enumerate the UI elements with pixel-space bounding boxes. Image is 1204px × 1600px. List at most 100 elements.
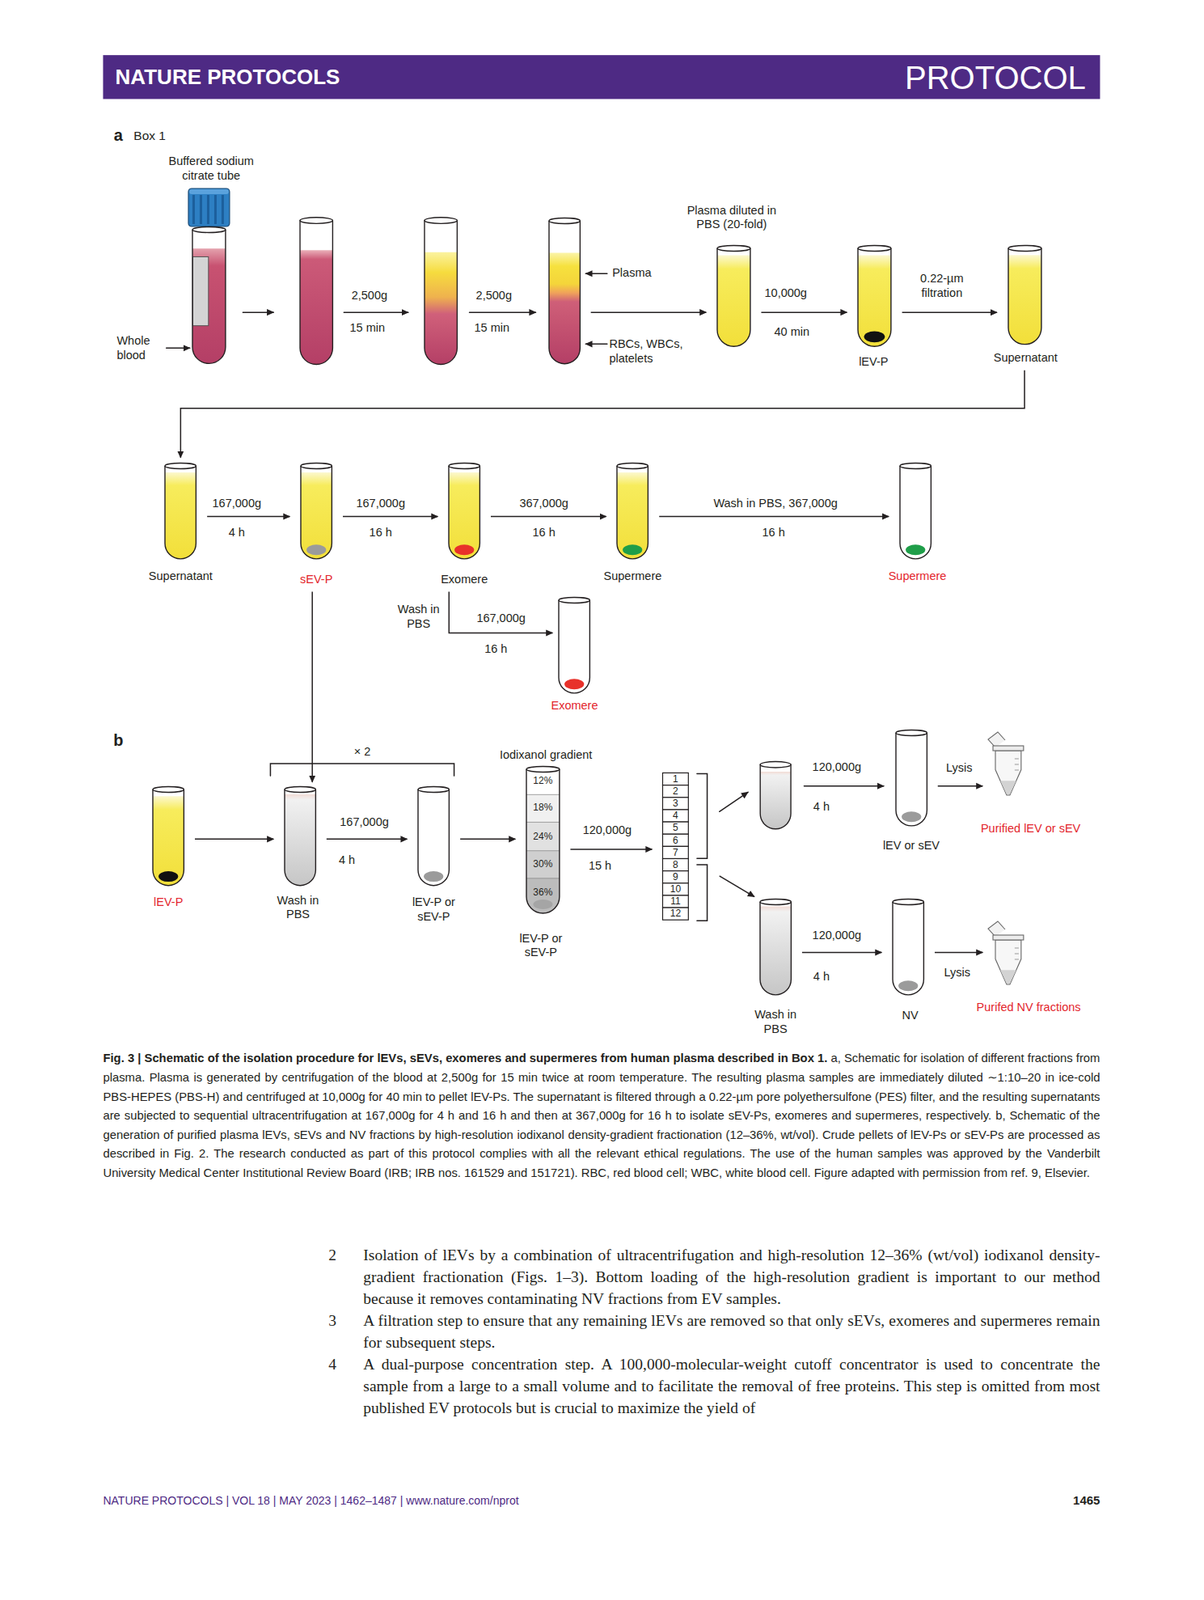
fraction-number: 1 (672, 773, 679, 785)
tube-outline (424, 220, 457, 365)
pellet (532, 898, 553, 909)
arrow-label: Lysis (944, 761, 975, 776)
tube-label: lEV or sEV (882, 838, 940, 853)
tube (448, 462, 480, 558)
tube-label: RBCs, WBCs, platelets (608, 337, 698, 366)
body-text: Isolation of lEVs by a combination of ul… (363, 1243, 1100, 1310)
tube-outline (192, 229, 226, 364)
band-line (525, 849, 561, 851)
tube-rim (857, 245, 892, 251)
sample-tube: Supermere (899, 462, 932, 560)
tube-rim (299, 217, 333, 224)
step-annotation: 4 h (813, 800, 830, 815)
list-item: 2Isolation of lEVs by a combination of u… (328, 1243, 1100, 1310)
graduation (1014, 764, 1019, 765)
process-arrow (591, 311, 707, 313)
fraction-box (663, 882, 689, 896)
fraction-box (663, 858, 689, 871)
fraction-number: 4 (672, 809, 679, 821)
tube-drawing (191, 226, 227, 364)
density-label: 18% (532, 801, 553, 813)
tube-rim (892, 898, 924, 905)
arrow-label: Lysis (942, 965, 973, 980)
arrow-label: 120,000g (811, 929, 863, 943)
tube-liquid (857, 254, 892, 347)
eppendorf-tube: Purifed NV fractions (992, 926, 1024, 985)
gradient-band (525, 849, 561, 879)
graduation (1014, 758, 1019, 760)
tube-body (995, 939, 1022, 985)
tube-rim (899, 462, 931, 469)
arrow-label: 120,000g (581, 823, 634, 838)
tube-outline (760, 764, 791, 829)
tube-liquid (164, 472, 196, 559)
step-annotation: 4 h (813, 969, 830, 984)
fraction-box (663, 821, 689, 834)
density-label: 24% (532, 829, 553, 841)
pellet (423, 870, 444, 882)
tube-outline (526, 768, 560, 913)
process-arrow (343, 311, 409, 313)
tube-drawing (857, 245, 892, 347)
pellet (564, 679, 584, 690)
tube (988, 920, 1024, 985)
sample-tube: Supermere (616, 462, 649, 560)
sample-tube: Exomere (557, 596, 591, 694)
tube-rim (549, 217, 580, 224)
tube-liquid (717, 254, 751, 347)
tube-drawing (299, 462, 333, 560)
tube-label: Plasma (612, 266, 651, 281)
process-arrow (326, 838, 408, 841)
tube (164, 462, 196, 558)
tube-label: Exomere (550, 699, 598, 714)
fraction-liquid (760, 771, 791, 829)
tube (899, 462, 931, 558)
tube-rim (1008, 245, 1042, 251)
band-line (525, 793, 561, 795)
fraction-column: 123456789101112 (662, 772, 689, 920)
fraction-number: 9 (672, 870, 679, 883)
arrow-label: 167,000g (337, 815, 390, 829)
process-arrow (194, 838, 274, 841)
pointer-arrow (585, 343, 608, 346)
sample-tube: Plasma diluted in PBS (20-fold) (716, 245, 752, 347)
tube-outline (448, 465, 480, 559)
tube-outline (760, 901, 791, 995)
fraction-box (663, 785, 689, 798)
fraction-number: 6 (672, 833, 679, 845)
tube-label: Supermere (888, 569, 947, 583)
cap-ridge (192, 194, 195, 224)
tube-liquid (152, 795, 184, 885)
sample-tube: lEV-P or sEV-P (417, 785, 450, 887)
density-label: 12% (532, 774, 553, 786)
tube-rim (717, 245, 751, 251)
fraction-number: 7 (672, 846, 679, 858)
pellet (622, 544, 643, 555)
arrow-label: 167,000g (354, 497, 406, 512)
tube (857, 245, 892, 347)
sample-tube: NV (891, 898, 925, 996)
tube-drawing (759, 898, 792, 996)
sample-tube: Supernatant (1007, 245, 1043, 346)
tube-drawing (1007, 245, 1043, 346)
gradient-band (525, 794, 561, 823)
fraction-box (663, 797, 689, 810)
tube (616, 462, 648, 558)
tube (895, 730, 927, 826)
tube (549, 217, 580, 364)
caption-title: Fig. 3 | Schematic of the isolation proc… (102, 1051, 828, 1065)
tube-label: Supernatant (148, 569, 213, 583)
separating-liquid (424, 252, 457, 365)
arrow-label: 367,000g (517, 497, 570, 512)
tube-drawing (548, 217, 581, 365)
tube-rim (424, 217, 457, 224)
tube-rim (192, 227, 226, 233)
cap-highlight (189, 189, 229, 195)
gradient-bands (525, 768, 561, 914)
process-arrow (490, 515, 607, 518)
process-arrow (207, 515, 290, 518)
page-number: 1465 (1073, 1492, 1100, 1508)
tube-drawing (895, 729, 928, 827)
